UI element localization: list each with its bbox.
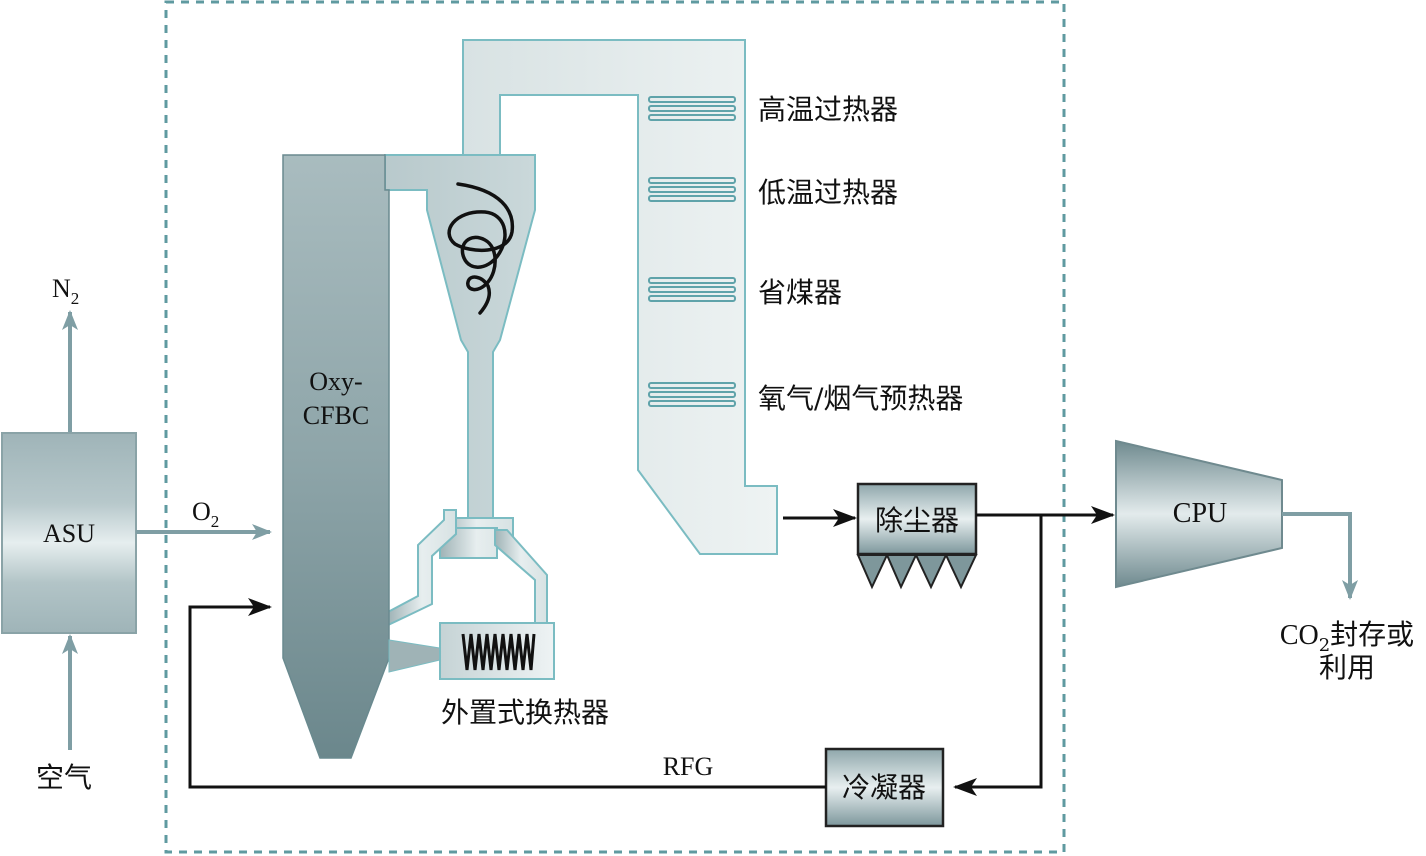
cpu-label: CPU [1173, 498, 1227, 529]
condenser[interactable]: 冷凝器 [824, 747, 945, 828]
low-temp-superheater-bank [648, 177, 736, 202]
dust-collector[interactable]: 除尘器 [856, 482, 978, 590]
high-temp-superheater-label: 高温过热器 [758, 93, 898, 126]
co2-output-arrow [1282, 512, 1358, 600]
co2-label-line2: 利用 [1319, 651, 1375, 684]
furnace-to-hx-connector [388, 639, 441, 673]
low-temp-superheater-label: 低温过热器 [758, 176, 898, 209]
asu-label: ASU [43, 519, 95, 548]
economizer-label: 省煤器 [758, 276, 842, 309]
external-hx-label: 外置式换热器 [441, 696, 609, 729]
rfg-label: RFG [663, 752, 714, 781]
co2-label-line1: CO2封存或 [1280, 618, 1414, 656]
air-label: 空气 [36, 761, 92, 794]
cyclone-spiral-icon [447, 182, 515, 315]
high-temp-superheater-bank [648, 96, 736, 121]
cyclone-separator [384, 154, 536, 546]
economizer-bank [648, 277, 736, 302]
external-heat-exchanger[interactable] [439, 622, 555, 680]
leg-to-external-hx [494, 529, 548, 626]
dust-collector-label: 除尘器 [875, 504, 959, 537]
return-leg-to-furnace [387, 509, 457, 627]
oxy-cfbc-furnace[interactable] [282, 154, 390, 759]
n2-label: N2 [52, 274, 79, 308]
o2-label: O2 [192, 497, 219, 531]
rfg-recycle-arrow [188, 598, 826, 789]
asu-unit[interactable]: ASU [1, 432, 137, 634]
system-boundary [164, 0, 1066, 854]
preheater-label: 氧气/烟气预热器 [758, 382, 963, 415]
condenser-label: 冷凝器 [842, 771, 926, 804]
tube-banks [648, 96, 736, 407]
boiler-label-line1: Oxy- [309, 367, 362, 396]
preheater-bank [648, 382, 736, 407]
coil-icon [461, 633, 536, 671]
cpu-unit[interactable]: CPU [1115, 439, 1283, 589]
boiler-label-line2: CFBC [303, 401, 370, 430]
recycle-branch-arrow [953, 515, 1043, 796]
hopper-icons [856, 554, 978, 590]
